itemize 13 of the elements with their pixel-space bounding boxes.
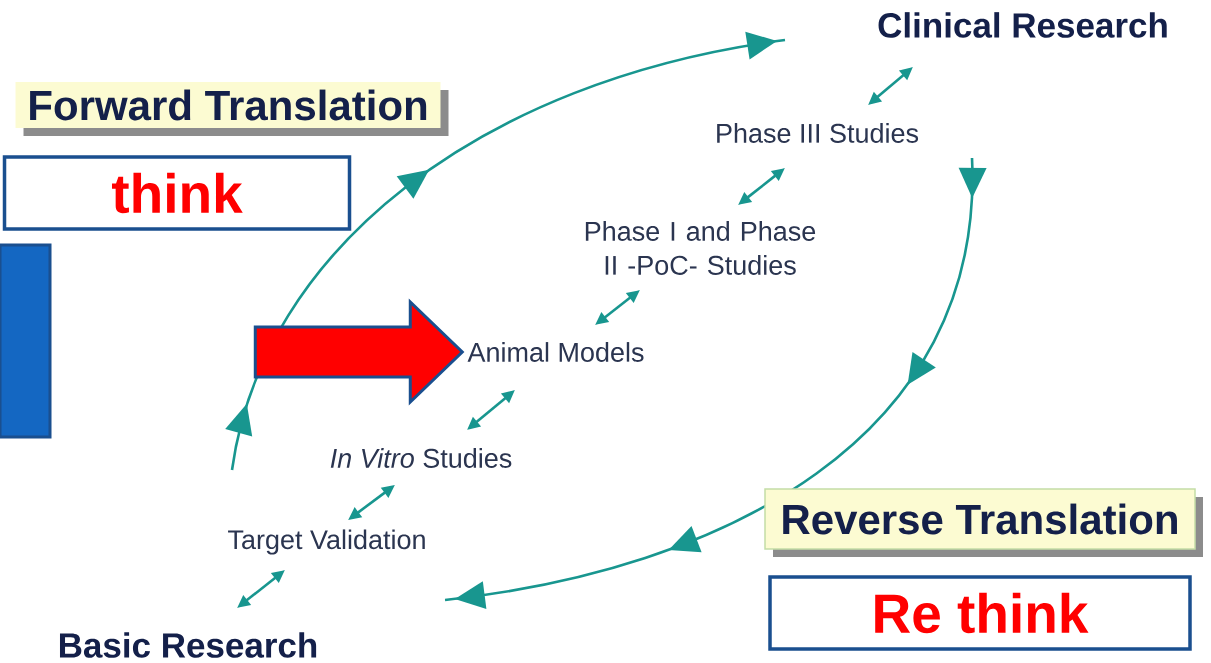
stage-label: Animal Models [467, 342, 644, 362]
block-arrow [253, 298, 465, 406]
stage-label: Phase III Studies [717, 123, 919, 143]
heading: Clinical Research [878, 12, 1167, 38]
heading: Basic Research [60, 632, 317, 658]
word-box: think [2, 155, 352, 231]
banner-box: Reverse Translation [764, 488, 1196, 550]
stage-label: Phase I and Phase II -PoC- Studies [585, 221, 816, 275]
banner-box: Forward Translation [15, 82, 441, 128]
word-box: Re think [768, 575, 1192, 651]
stage-label: In Vitro Studies [330, 448, 512, 468]
side-block [0, 243, 52, 439]
stage-label: Target Validation [228, 529, 425, 555]
